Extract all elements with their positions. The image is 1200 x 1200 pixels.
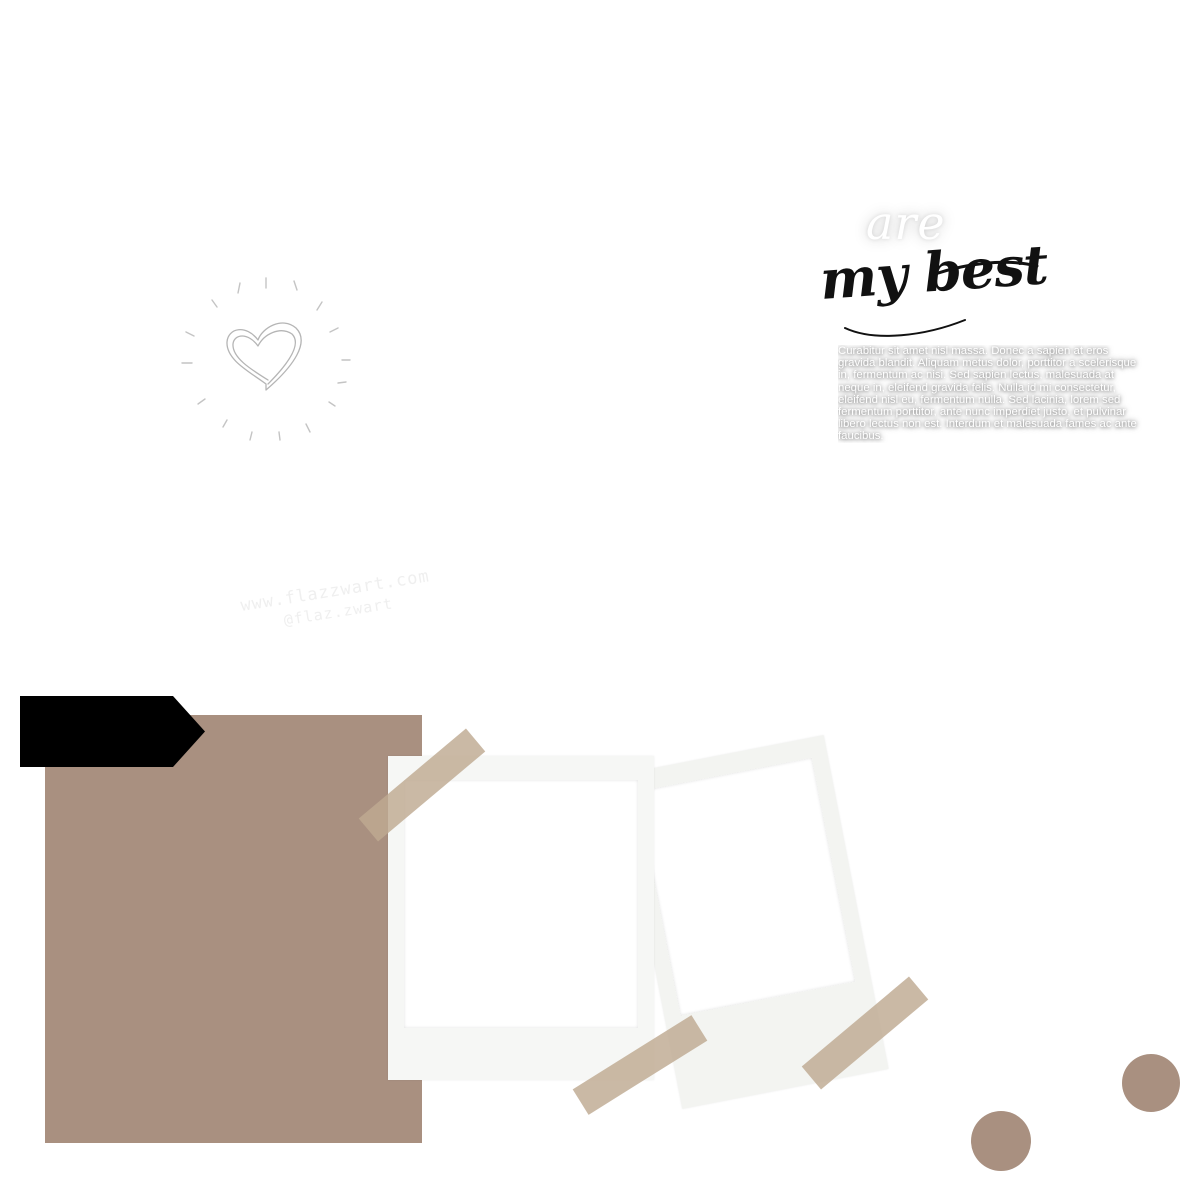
polaroid-photo-window-front <box>404 780 638 1028</box>
title-swash-icon <box>844 260 1039 337</box>
polaroid-frame-front <box>388 756 654 1080</box>
title-ghost-word: are <box>866 196 946 250</box>
polaroid-photo-window-back <box>637 757 856 1016</box>
watermark: www.flazzwart.com @flaz.zwart <box>215 562 458 639</box>
lorem-text-block: Curabitur sit amet nisl massa. Donec a s… <box>838 345 1137 443</box>
brown-panel <box>45 715 422 1143</box>
brown-dot-right <box>1122 1054 1180 1112</box>
black-arrow-tag-shape <box>20 696 205 767</box>
heart-doodle-icon <box>181 277 351 441</box>
brown-dot-left <box>971 1111 1031 1171</box>
